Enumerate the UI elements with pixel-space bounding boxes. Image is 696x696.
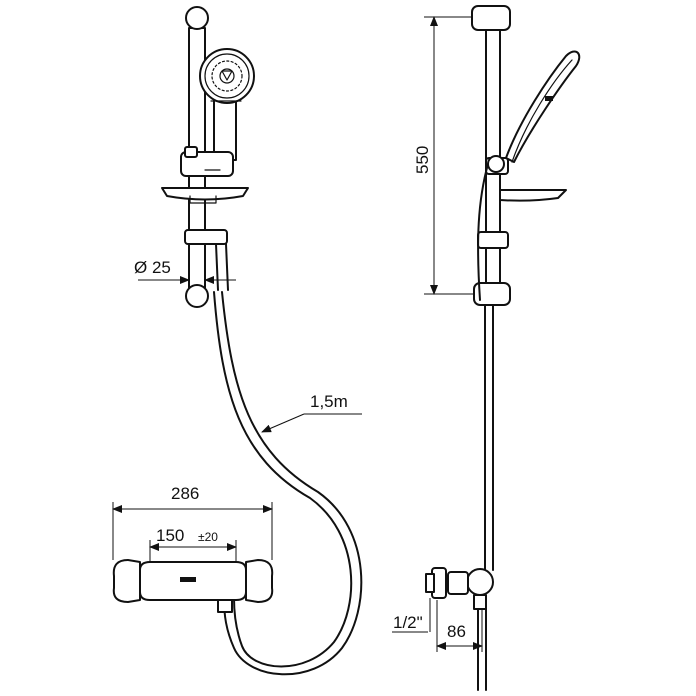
- lower-bracket-side: [477, 231, 509, 249]
- dim-hose-length-label: 1,5m: [310, 392, 348, 411]
- hose-side-upper: [477, 163, 489, 301]
- slider-clamp-front: [180, 146, 234, 177]
- soap-dish-side: [499, 189, 567, 202]
- hand-shower-side: [505, 50, 581, 163]
- rail-top-cap: [185, 6, 209, 30]
- dim-wall-offset-label: 86: [447, 622, 466, 641]
- mixer-logo: [180, 577, 196, 582]
- shower-button: [545, 96, 553, 101]
- dim-inlet-tolerance-label: ±20: [198, 530, 218, 544]
- slider-clamp-side: [485, 155, 509, 175]
- dim-inlet-spacing: 150 ±20: [149, 526, 237, 562]
- dim-mixer-width-label: 286: [171, 484, 199, 503]
- rail-bottom-cap: [185, 284, 209, 308]
- thermostatic-mixer: [112, 559, 274, 613]
- dim-hose-length: 1,5m: [261, 392, 362, 433]
- dim-mixer-width: 286: [112, 484, 273, 560]
- hand-shower-front: [199, 48, 255, 161]
- right-handle: [245, 559, 274, 603]
- dim-rail-height: 550: [413, 16, 474, 295]
- dim-connection-thread: 1/2": [392, 598, 431, 633]
- side-view: 550 1/2" 86: [392, 5, 581, 691]
- dim-rail-height-label: 550: [413, 146, 432, 174]
- dim-bar-diameter-label: Ø 25: [134, 258, 171, 277]
- soap-dish-front: [161, 187, 249, 204]
- dim-connection-thread-label: 1/2": [393, 613, 423, 632]
- left-handle: [112, 559, 141, 603]
- dim-bar-diameter: Ø 25: [134, 258, 236, 284]
- riser-pipe-side: [484, 304, 494, 571]
- dim-wall-offset: 86: [436, 600, 483, 652]
- shower-hose: [213, 291, 363, 676]
- front-view: Ø 25 1,5m 286 150 ±20: [112, 6, 363, 676]
- lower-bracket-front: [184, 229, 229, 291]
- dim-inlet-spacing-label: 150: [156, 526, 184, 545]
- mixer-outlet: [217, 599, 233, 613]
- rail-top-bracket: [471, 5, 511, 31]
- mixer-side: [425, 567, 494, 691]
